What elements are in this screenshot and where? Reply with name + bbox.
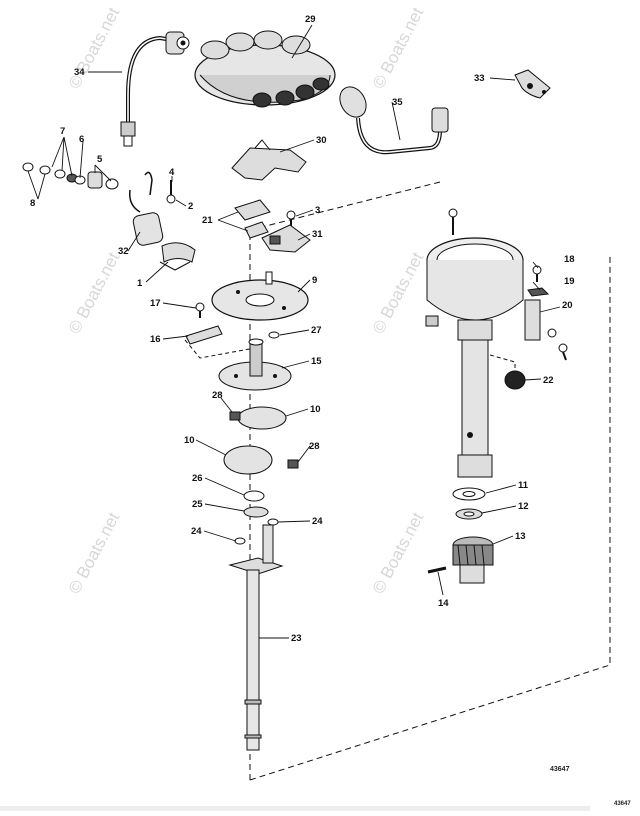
part-16-ground-strap: [185, 325, 223, 345]
callout-6: 6: [79, 134, 84, 145]
part-26-washer: [243, 490, 265, 502]
callout-30: 30: [316, 135, 327, 146]
part-35-coil-lead: [339, 86, 449, 155]
callout-25: 25: [192, 499, 203, 510]
part-22-grommet: [504, 370, 526, 390]
callout-24a: 24: [312, 516, 323, 527]
part-19-washer: [527, 287, 550, 297]
callout-8: 8: [30, 198, 35, 209]
watermark: © Boats.net: [65, 4, 124, 92]
dashed-guide-16: [184, 339, 256, 359]
watermark: © Boats.net: [65, 509, 124, 597]
part-10-weight-upper: [237, 406, 287, 430]
callout-2: 2: [188, 201, 193, 212]
callout-12: 12: [518, 501, 529, 512]
part-18-screw: [532, 265, 542, 282]
callout-15: 15: [311, 356, 322, 367]
callout-10b: 10: [184, 435, 195, 446]
callout-29: 29: [305, 14, 316, 25]
part-10-weight-lower: [223, 445, 273, 475]
part-4-screw: [166, 180, 176, 204]
part-34-lead-wire: [120, 31, 190, 147]
callout-13: 13: [515, 531, 526, 542]
callout-19: 19: [564, 276, 575, 287]
callout-18: 18: [564, 254, 575, 265]
part-30-rotor: [231, 139, 307, 181]
part-33-clip: [514, 69, 551, 99]
part-31-breaker-points: [261, 224, 311, 253]
callout-24b: 24: [191, 526, 202, 537]
callout-10a: 10: [310, 404, 321, 415]
part-12-washer: [455, 508, 483, 520]
callout-26: 26: [192, 473, 203, 484]
callout-21: 21: [202, 215, 213, 226]
part-27-washer: [268, 331, 280, 339]
part-32-condenser: [128, 171, 164, 246]
callouts: 34 29 33 35 30 7 6 5 8 4 2 3 21 31 32 1 …: [30, 14, 575, 644]
callout-22: 22: [543, 375, 554, 386]
part-20-bracket: [524, 299, 568, 361]
callout-9: 9: [312, 275, 317, 286]
part-28-spring-left: [229, 411, 241, 421]
callout-16: 16: [150, 334, 161, 345]
part-1-bracket: [159, 242, 196, 271]
callout-34: 34: [74, 67, 85, 78]
callout-17: 17: [150, 298, 161, 309]
part-14-pin: [427, 566, 447, 574]
callout-7: 7: [60, 126, 65, 137]
callout-11: 11: [518, 480, 529, 491]
watermark: © Boats.net: [369, 4, 428, 92]
distributor-housing: [425, 208, 524, 478]
part-24-washer-left: [234, 537, 246, 545]
part-13-gear: [452, 536, 494, 584]
drawing-number-corner: 43647: [614, 801, 631, 807]
part-17-screw: [195, 302, 205, 318]
callout-1: 1: [137, 278, 143, 289]
part-28-spring-right: [287, 459, 299, 469]
part-11-washer: [452, 487, 486, 501]
callout-23: 23: [291, 633, 302, 644]
leader-lines: [27, 24, 561, 639]
callout-32: 32: [118, 246, 129, 257]
bottom-strip: [0, 806, 590, 811]
callout-20: 20: [562, 300, 573, 311]
part-24-washer-right: [267, 518, 279, 526]
watermark: © Boats.net: [65, 249, 124, 337]
part-21-clips: [234, 199, 271, 239]
callout-31: 31: [312, 229, 323, 240]
part-29-distributor-cap: [194, 30, 336, 108]
callout-27: 27: [311, 325, 322, 336]
callout-35: 35: [392, 97, 403, 108]
callout-5: 5: [97, 154, 103, 165]
part-15-cam-plate: [218, 338, 292, 391]
part-25-washer: [243, 506, 269, 518]
watermark: © Boats.net: [369, 509, 428, 597]
part-9-breaker-plate: [211, 271, 309, 321]
callout-28a: 28: [212, 390, 223, 401]
callout-33: 33: [474, 73, 485, 84]
part-23-shaft: [228, 524, 284, 751]
callout-3: 3: [315, 205, 320, 216]
callout-4: 4: [169, 167, 175, 178]
watermark: © Boats.net: [369, 249, 428, 337]
callout-14: 14: [438, 598, 449, 609]
drawing-number: 43647: [550, 766, 570, 773]
callout-28b: 28: [309, 441, 320, 452]
